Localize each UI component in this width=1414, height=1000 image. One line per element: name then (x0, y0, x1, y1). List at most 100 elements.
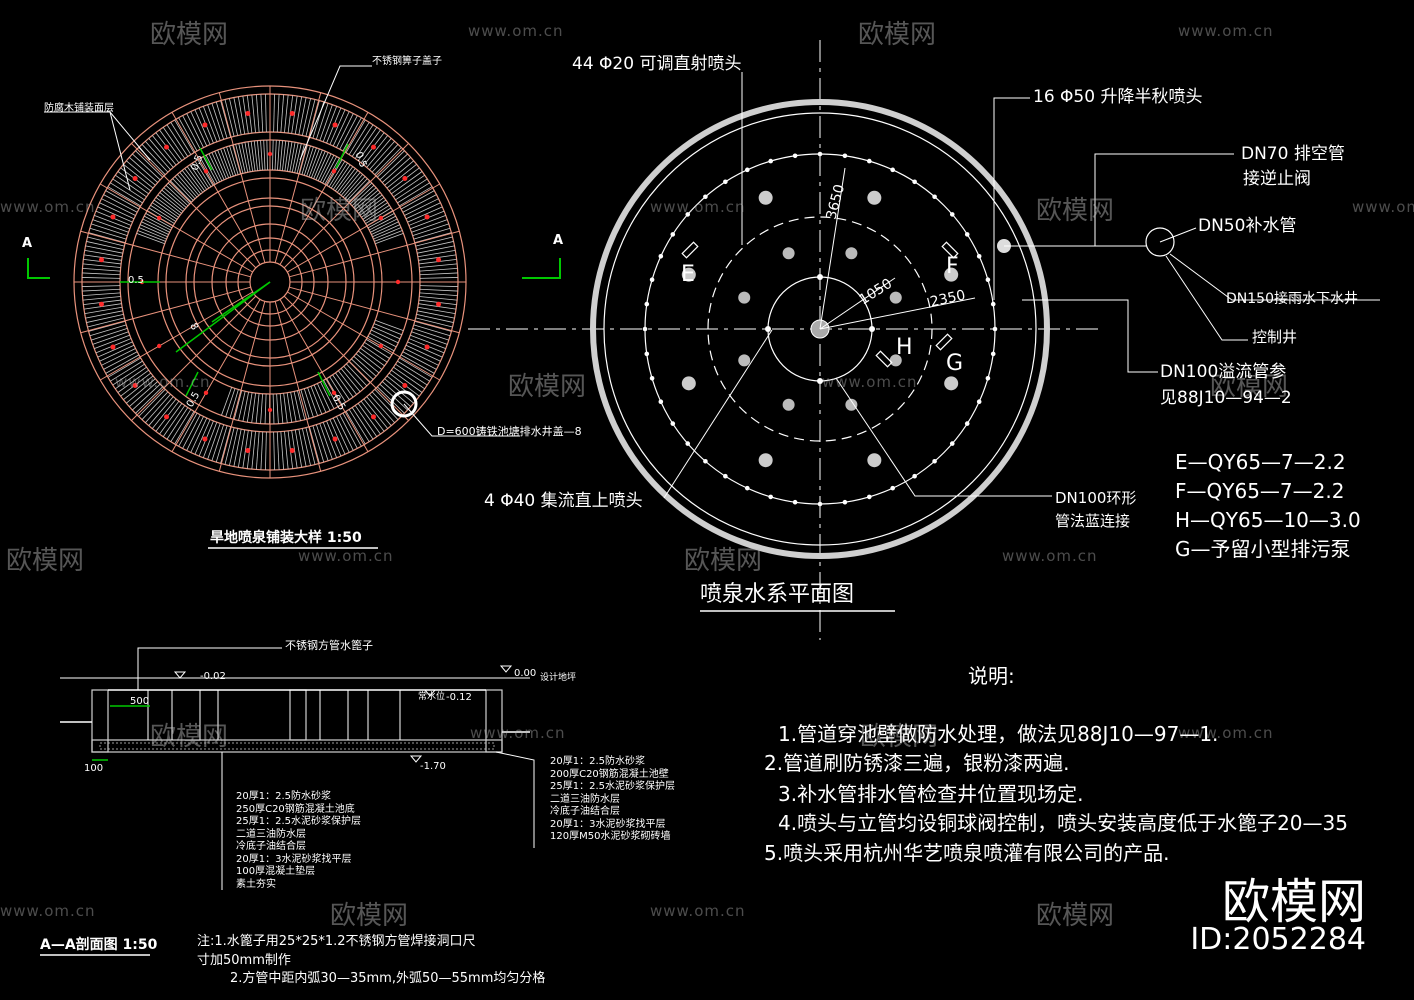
grating-bar (141, 221, 169, 235)
grating-bar (357, 129, 381, 161)
grating-bar (310, 386, 323, 415)
grating-bar (299, 144, 308, 175)
watermark-logo: 欧模网 (150, 722, 229, 752)
section-footnote-2: 寸加50mm制作 (197, 953, 291, 968)
grating-bar (92, 331, 129, 345)
pump-f-label: F (946, 254, 959, 279)
level-marker (173, 671, 187, 679)
jet-44 (670, 421, 676, 426)
grating-bar (294, 143, 302, 173)
legend-item: H—QY65—10—3.0 (1175, 508, 1361, 532)
jet-44 (949, 441, 955, 446)
grating-bar (241, 142, 249, 173)
grating-bar (232, 144, 241, 175)
grating-bar (320, 154, 335, 183)
grating-bar (410, 214, 446, 230)
watermark-url: www.om.cn (298, 547, 394, 565)
pump-g-label: G (946, 351, 964, 376)
watermark-logo: 欧模网 (150, 20, 229, 50)
dn100-overflow-label: DN100溢流管参 (1160, 362, 1287, 382)
grating-bar (417, 310, 455, 319)
jet-44 (685, 212, 691, 217)
jet-16 (845, 247, 858, 260)
paving-joint (100, 291, 253, 381)
grating-bar (257, 140, 261, 171)
jet-16 (782, 398, 795, 411)
grating-bar (344, 176, 366, 200)
grating-bar (84, 249, 123, 258)
grating-bar (251, 431, 256, 470)
grating-bar (329, 376, 347, 403)
grating-bar (208, 153, 223, 182)
grating-bar (413, 324, 451, 337)
grating-bar (348, 180, 370, 203)
grating-bar (400, 354, 435, 374)
grating-bar (186, 113, 204, 148)
grating-bar (84, 306, 123, 315)
grating-bar (309, 426, 320, 464)
grating-bar (291, 95, 298, 134)
grating-bar (82, 296, 121, 301)
paving-joint (283, 143, 409, 269)
grating-bar (87, 317, 125, 328)
grating-bar (332, 164, 351, 190)
dim-100: 100 (84, 763, 104, 774)
grating-bar (393, 174, 425, 198)
jet-16 (944, 267, 959, 282)
grating-bar (283, 393, 288, 423)
grating-bar (123, 375, 154, 401)
grating-bar (323, 380, 339, 407)
grating-bar (280, 94, 285, 133)
paving-joint (100, 183, 253, 273)
grating-bar (369, 332, 397, 348)
grating-bar (266, 140, 268, 171)
grating-bar (242, 430, 249, 469)
pump-symbol (941, 241, 959, 259)
grating-bar (319, 104, 333, 141)
grating-bar (277, 140, 280, 171)
dim-500: 500 (130, 696, 150, 707)
grating-bar (194, 109, 211, 145)
grating-bar (395, 363, 428, 386)
grating-bar (375, 319, 404, 331)
grating-bar (182, 115, 201, 150)
note-item-4: 4.喷头与立管均设铜球阀控制，喷头安装高度低于水篦子20—35 (778, 811, 1348, 835)
grating-bar (414, 232, 452, 243)
section-footnote-3: 2.方管中距内弧30—35mm,外弧50—55mm均匀分格 (230, 971, 546, 986)
grating-bar (255, 393, 260, 424)
grating-bar (148, 207, 175, 224)
grating-bar (179, 172, 200, 196)
grating-bar (405, 202, 441, 220)
grating-bar (364, 342, 390, 359)
grating-bar (161, 189, 185, 210)
nozzle-dot (245, 448, 251, 454)
grating-bar (142, 218, 170, 233)
nozzle-dot (164, 414, 170, 420)
leader-line (1159, 227, 1197, 243)
grating-bar (404, 348, 439, 366)
nozzle-dot (331, 390, 337, 396)
grating-bar (375, 233, 404, 245)
grating-bar (343, 366, 364, 390)
grating-bar (151, 135, 177, 166)
ring-pipe-label: DN100环形 (1055, 489, 1137, 507)
grating-bar (306, 147, 317, 177)
grating-bar (305, 427, 316, 465)
section-footnote-1: 注:1.水篦子用25*25*1.2不锈钢方管焊接洞口尺 (197, 934, 476, 949)
dimension-line (819, 167, 846, 330)
level-0: 0.00 (514, 668, 537, 679)
jet-44 (723, 473, 728, 479)
ring-pipe-label-b: 管法蓝连接 (1055, 512, 1131, 530)
grating-bar (117, 369, 149, 393)
jet-44 (792, 153, 798, 159)
grating-bar (139, 224, 168, 238)
grating-bar (276, 431, 280, 470)
nozzle-dot (156, 215, 162, 221)
grating-bar (303, 388, 314, 418)
grating-bar (315, 424, 329, 461)
grating-bar (115, 366, 147, 390)
grating-bar (330, 162, 348, 189)
grating-bar (251, 94, 256, 133)
jet-44 (867, 494, 872, 500)
grating-bar (338, 370, 357, 395)
